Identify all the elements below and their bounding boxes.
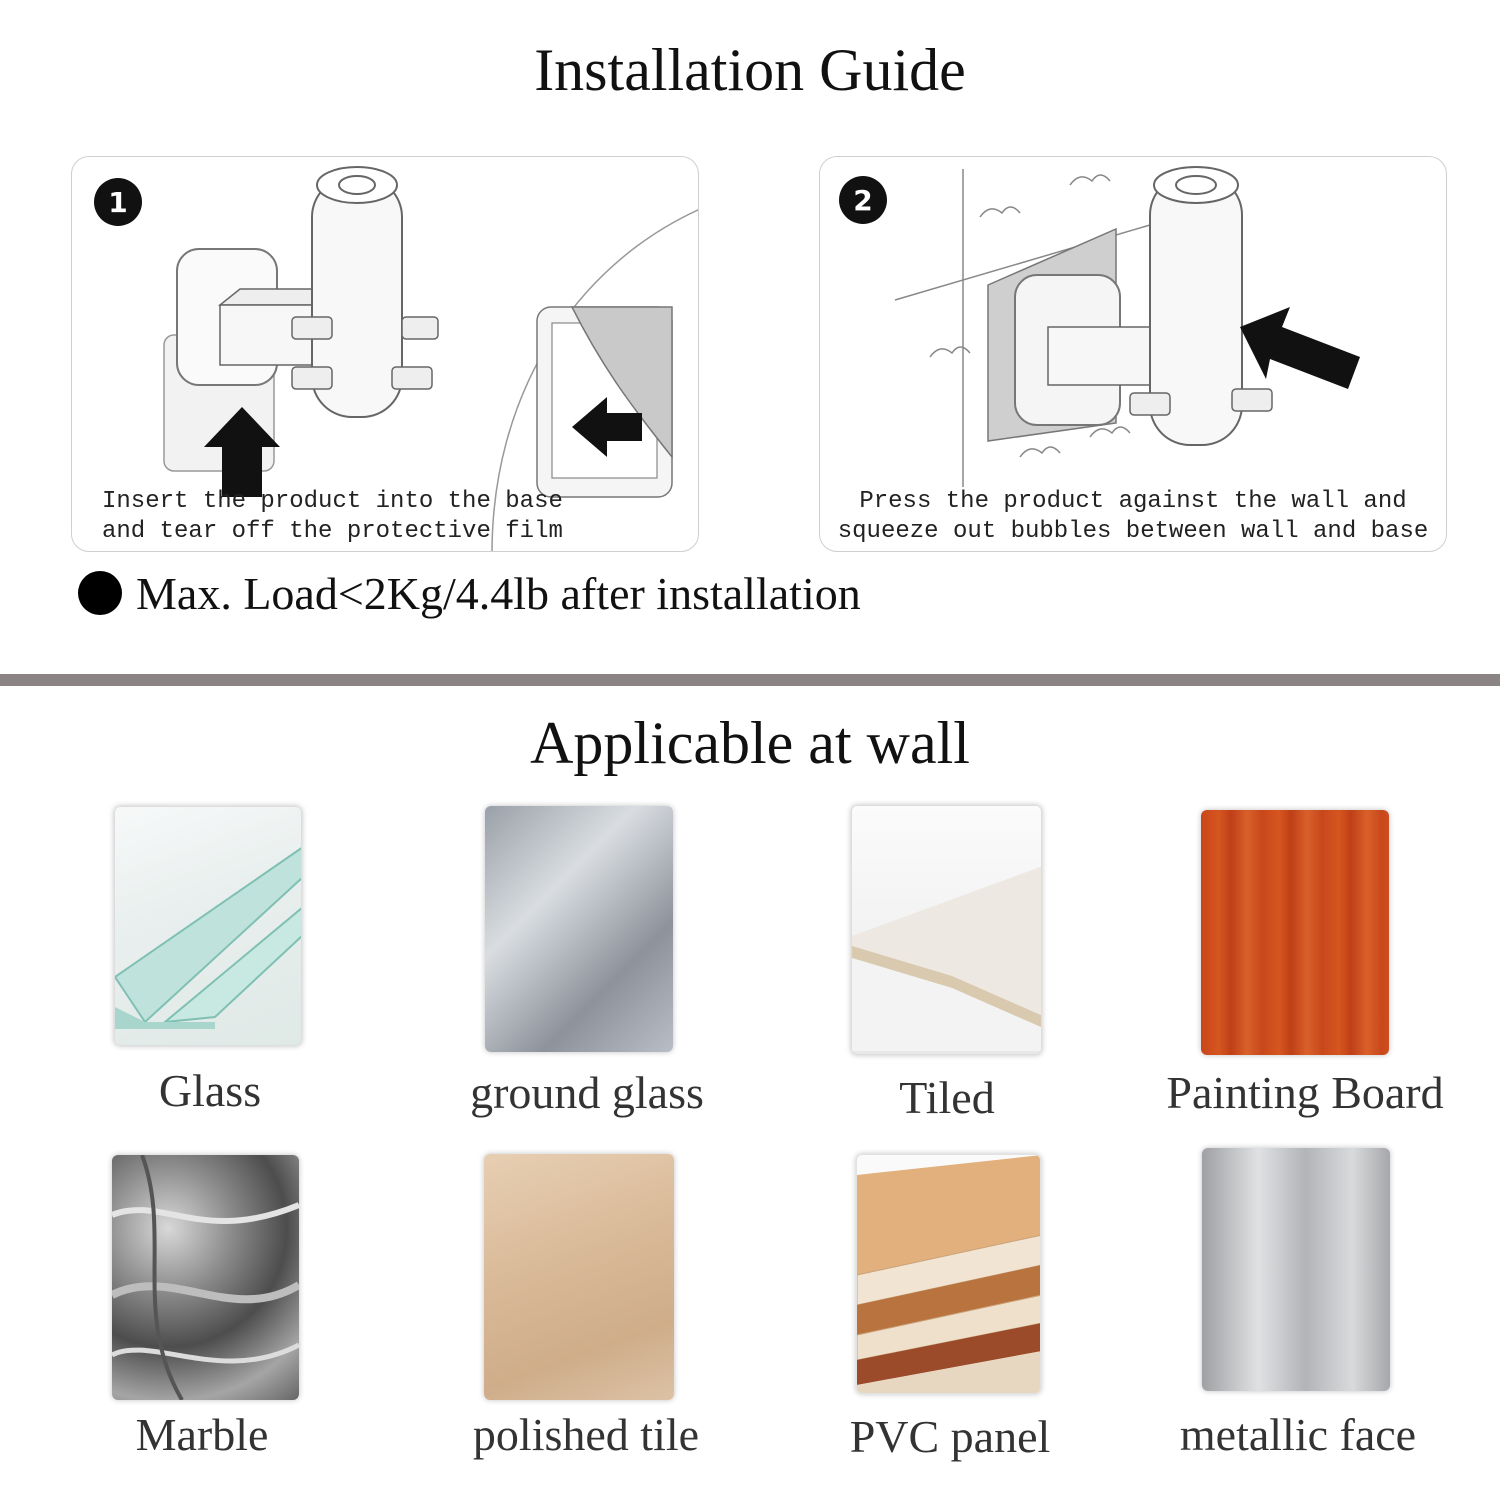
step-2-caption: Press the product against the wall and s…: [837, 488, 1429, 545]
step-2-panel: 2 Press the product against the wall and…: [819, 156, 1447, 552]
applicable-wall-title: Applicable at wall: [530, 710, 970, 776]
bullet-icon: [78, 571, 122, 615]
max-load-note: Max. Load<2Kg/4.4lb after installation: [78, 567, 861, 619]
surface-label-tiled: Tiled: [899, 1072, 995, 1123]
step-1-panel: 1 Insert the product into the base and t…: [71, 156, 699, 552]
metallic-face-swatch: [1202, 1148, 1390, 1391]
surface-label-pvc-panel: PVC panel: [849, 1411, 1051, 1462]
surface-label-glass: Glass: [158, 1065, 262, 1116]
step-2-number: 2: [853, 184, 872, 217]
surface-label-metallic-face: metallic face: [1179, 1409, 1417, 1460]
step-2-illustration: 2: [839, 166, 1360, 487]
step-1-badge: [94, 178, 142, 226]
marble-swatch: [112, 1155, 299, 1400]
step-1-number: 1: [108, 186, 127, 219]
step-1-illustration: 1: [94, 166, 698, 551]
installation-guide-title: Installation Guide: [534, 37, 966, 103]
ground-glass-swatch: [485, 806, 673, 1052]
step-1-caption: Insert the product into the base and tea…: [102, 488, 563, 545]
surface-label-painting-board: Painting Board: [1166, 1067, 1444, 1118]
surface-label-marble: Marble: [135, 1409, 269, 1460]
surface-label-polished-tile: polished tile: [472, 1409, 700, 1460]
polished-tile-swatch: [484, 1154, 674, 1400]
painting-board-swatch: [1201, 810, 1389, 1055]
step-2-badge: [839, 176, 887, 224]
pvc-panel-swatch: [856, 1154, 1041, 1394]
max-load-text: Max. Load<2Kg/4.4lb after installation: [136, 567, 861, 619]
tiled-swatch: [851, 805, 1042, 1055]
surface-label-ground-glass: ground glass: [470, 1067, 704, 1118]
section-divider: [0, 674, 1500, 686]
glass-swatch: [114, 806, 302, 1046]
